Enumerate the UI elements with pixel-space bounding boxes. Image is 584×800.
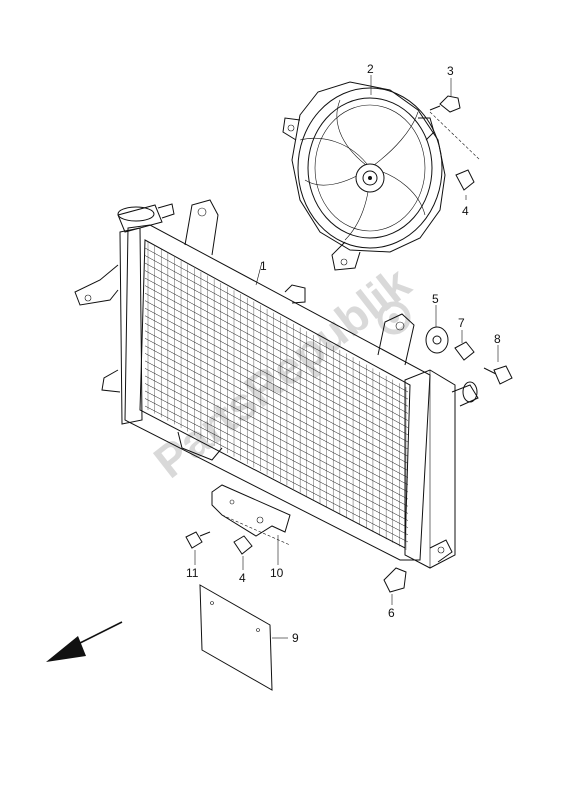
radiator-fins xyxy=(144,242,409,550)
fin-row xyxy=(144,323,409,464)
bracket-part-10 xyxy=(211,484,291,537)
callout-2: 2 xyxy=(367,62,374,76)
fin-row xyxy=(144,277,409,421)
plate-part-9 xyxy=(199,584,273,691)
fin-row xyxy=(144,353,409,493)
callout-11: 11 xyxy=(186,566,199,580)
fin-row xyxy=(144,360,409,500)
screw-part-11 xyxy=(185,531,211,549)
fin-row xyxy=(144,345,409,486)
callout-10: 10 xyxy=(270,566,284,580)
nut-part-4-lower xyxy=(233,535,253,555)
fin-row xyxy=(144,285,409,428)
fin-row xyxy=(144,338,409,478)
fin-row xyxy=(144,315,409,457)
callout-labels: 1 2 3 4 5 6 7 8 9 10 11 4 xyxy=(186,62,501,645)
bolt-part-3 xyxy=(429,95,461,113)
cooling-fan-assembly xyxy=(282,81,446,271)
fin-row xyxy=(144,383,409,521)
fin-row xyxy=(144,375,409,514)
front-direction-arrow-icon xyxy=(46,621,123,662)
fin-row xyxy=(144,330,409,471)
bolt-part-8 xyxy=(483,365,513,385)
callout-1: 1 xyxy=(260,259,267,273)
callout-6: 6 xyxy=(388,606,395,620)
callout-7: 7 xyxy=(458,316,465,330)
grommet-part-5 xyxy=(425,326,449,354)
watermark-text: PartsRepublik xyxy=(144,256,420,488)
collar-part-7 xyxy=(454,341,475,361)
fin-row xyxy=(144,307,409,450)
fin-row xyxy=(144,292,409,436)
fin-row xyxy=(144,405,409,543)
radiator xyxy=(74,199,479,569)
fin-row xyxy=(144,390,409,528)
fin-row xyxy=(144,247,409,393)
watermark: PartsRepublik xyxy=(144,256,420,488)
cushion-part-6 xyxy=(383,567,407,593)
fin-row xyxy=(144,300,409,443)
callout-8: 8 xyxy=(494,332,501,346)
callout-4-lower: 4 xyxy=(239,571,246,585)
fin-row xyxy=(144,398,409,536)
fin-row xyxy=(144,270,409,414)
callout-3: 3 xyxy=(447,64,454,78)
fin-row xyxy=(144,255,409,400)
leader-lines xyxy=(194,75,499,639)
nut-part-4-upper xyxy=(455,169,475,191)
callout-4-upper: 4 xyxy=(462,204,469,218)
callout-9: 9 xyxy=(292,631,299,645)
fin-row xyxy=(144,262,409,407)
fin-row xyxy=(144,368,409,507)
callout-5: 5 xyxy=(432,292,439,306)
